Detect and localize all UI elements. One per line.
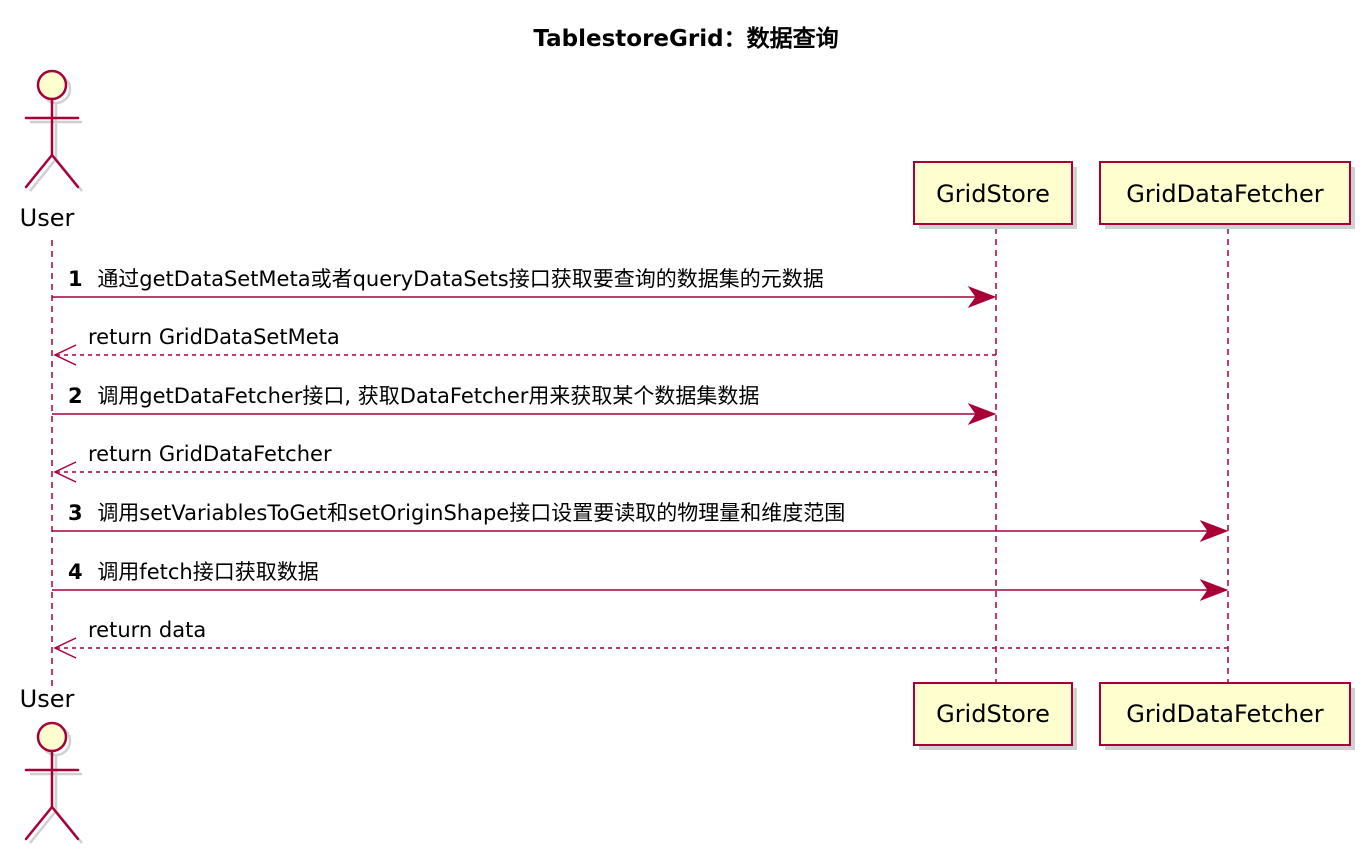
message-return-2: return GridDataFetcher — [53, 442, 996, 483]
message-4: 4 调用fetch接口获取数据 — [52, 560, 1229, 602]
message-2: 2 调用getDataFetcher接口, 获取DataFetcher用来获取某… — [52, 384, 997, 426]
message-text: 通过getDataSetMeta或者queryDataSets接口获取要查询的数… — [97, 267, 823, 291]
arrow-head-icon — [967, 285, 997, 309]
message-3: 3 调用setVariablesToGet和setOriginShape接口设置… — [52, 501, 1229, 543]
message-text: return data — [88, 618, 206, 642]
participant-label: GridStore — [936, 700, 1050, 728]
participant-label: GridDataFetcher — [1126, 180, 1324, 208]
message-text: 调用getDataFetcher接口, 获取DataFetcher用来获取某个数… — [97, 384, 759, 408]
message-label: 2 调用getDataFetcher接口, 获取DataFetcher用来获取某… — [68, 384, 759, 408]
message-label: 3 调用setVariablesToGet和setOriginShape接口设置… — [68, 501, 845, 525]
actor-label: User — [20, 204, 75, 232]
participant-gridstore-top: GridStore — [913, 161, 1077, 229]
message-label: return GridDataFetcher — [88, 442, 332, 466]
stick-figure-icon — [24, 69, 80, 189]
message-number: 2 — [68, 384, 83, 408]
participant-label: GridDataFetcher — [1126, 700, 1324, 728]
stick-figure-icon — [24, 721, 80, 841]
participant-label: GridStore — [936, 180, 1050, 208]
message-label: 4 调用fetch接口获取数据 — [68, 560, 319, 584]
diagram-title: TablestoreGrid：数据查询 — [533, 25, 838, 52]
arrow-head-icon — [1199, 519, 1229, 543]
message-text: 调用fetch接口获取数据 — [97, 560, 318, 584]
arrow-head-icon — [53, 637, 77, 659]
message-text: return GridDataFetcher — [88, 442, 332, 466]
actor-label: User — [20, 685, 75, 713]
arrow-head-icon — [53, 344, 77, 366]
message-1: 1 通过getDataSetMeta或者queryDataSets接口获取要查询… — [52, 267, 997, 309]
message-label: return data — [88, 618, 206, 642]
message-return-1: return GridDataSetMeta — [53, 325, 996, 366]
actor-user-top: User — [20, 69, 83, 232]
participant-griddatafetcher-top: GridDataFetcher — [1099, 161, 1355, 229]
arrow-head-icon — [967, 402, 997, 426]
message-text: return GridDataSetMeta — [88, 325, 340, 349]
message-text: 调用setVariablesToGet和setOriginShape接口设置要读… — [97, 501, 845, 525]
message-label: 1 通过getDataSetMeta或者queryDataSets接口获取要查询… — [68, 267, 824, 291]
participant-gridstore-bottom: GridStore — [913, 682, 1077, 750]
message-number: 3 — [68, 501, 83, 525]
message-return-3: return data — [53, 618, 1228, 659]
message-label: return GridDataSetMeta — [88, 325, 340, 349]
actor-user-bottom: User — [20, 685, 83, 844]
arrow-head-icon — [1199, 578, 1229, 602]
participant-griddatafetcher-bottom: GridDataFetcher — [1099, 682, 1355, 750]
message-number: 4 — [68, 560, 83, 584]
message-number: 1 — [68, 267, 83, 291]
arrow-head-icon — [53, 461, 77, 483]
